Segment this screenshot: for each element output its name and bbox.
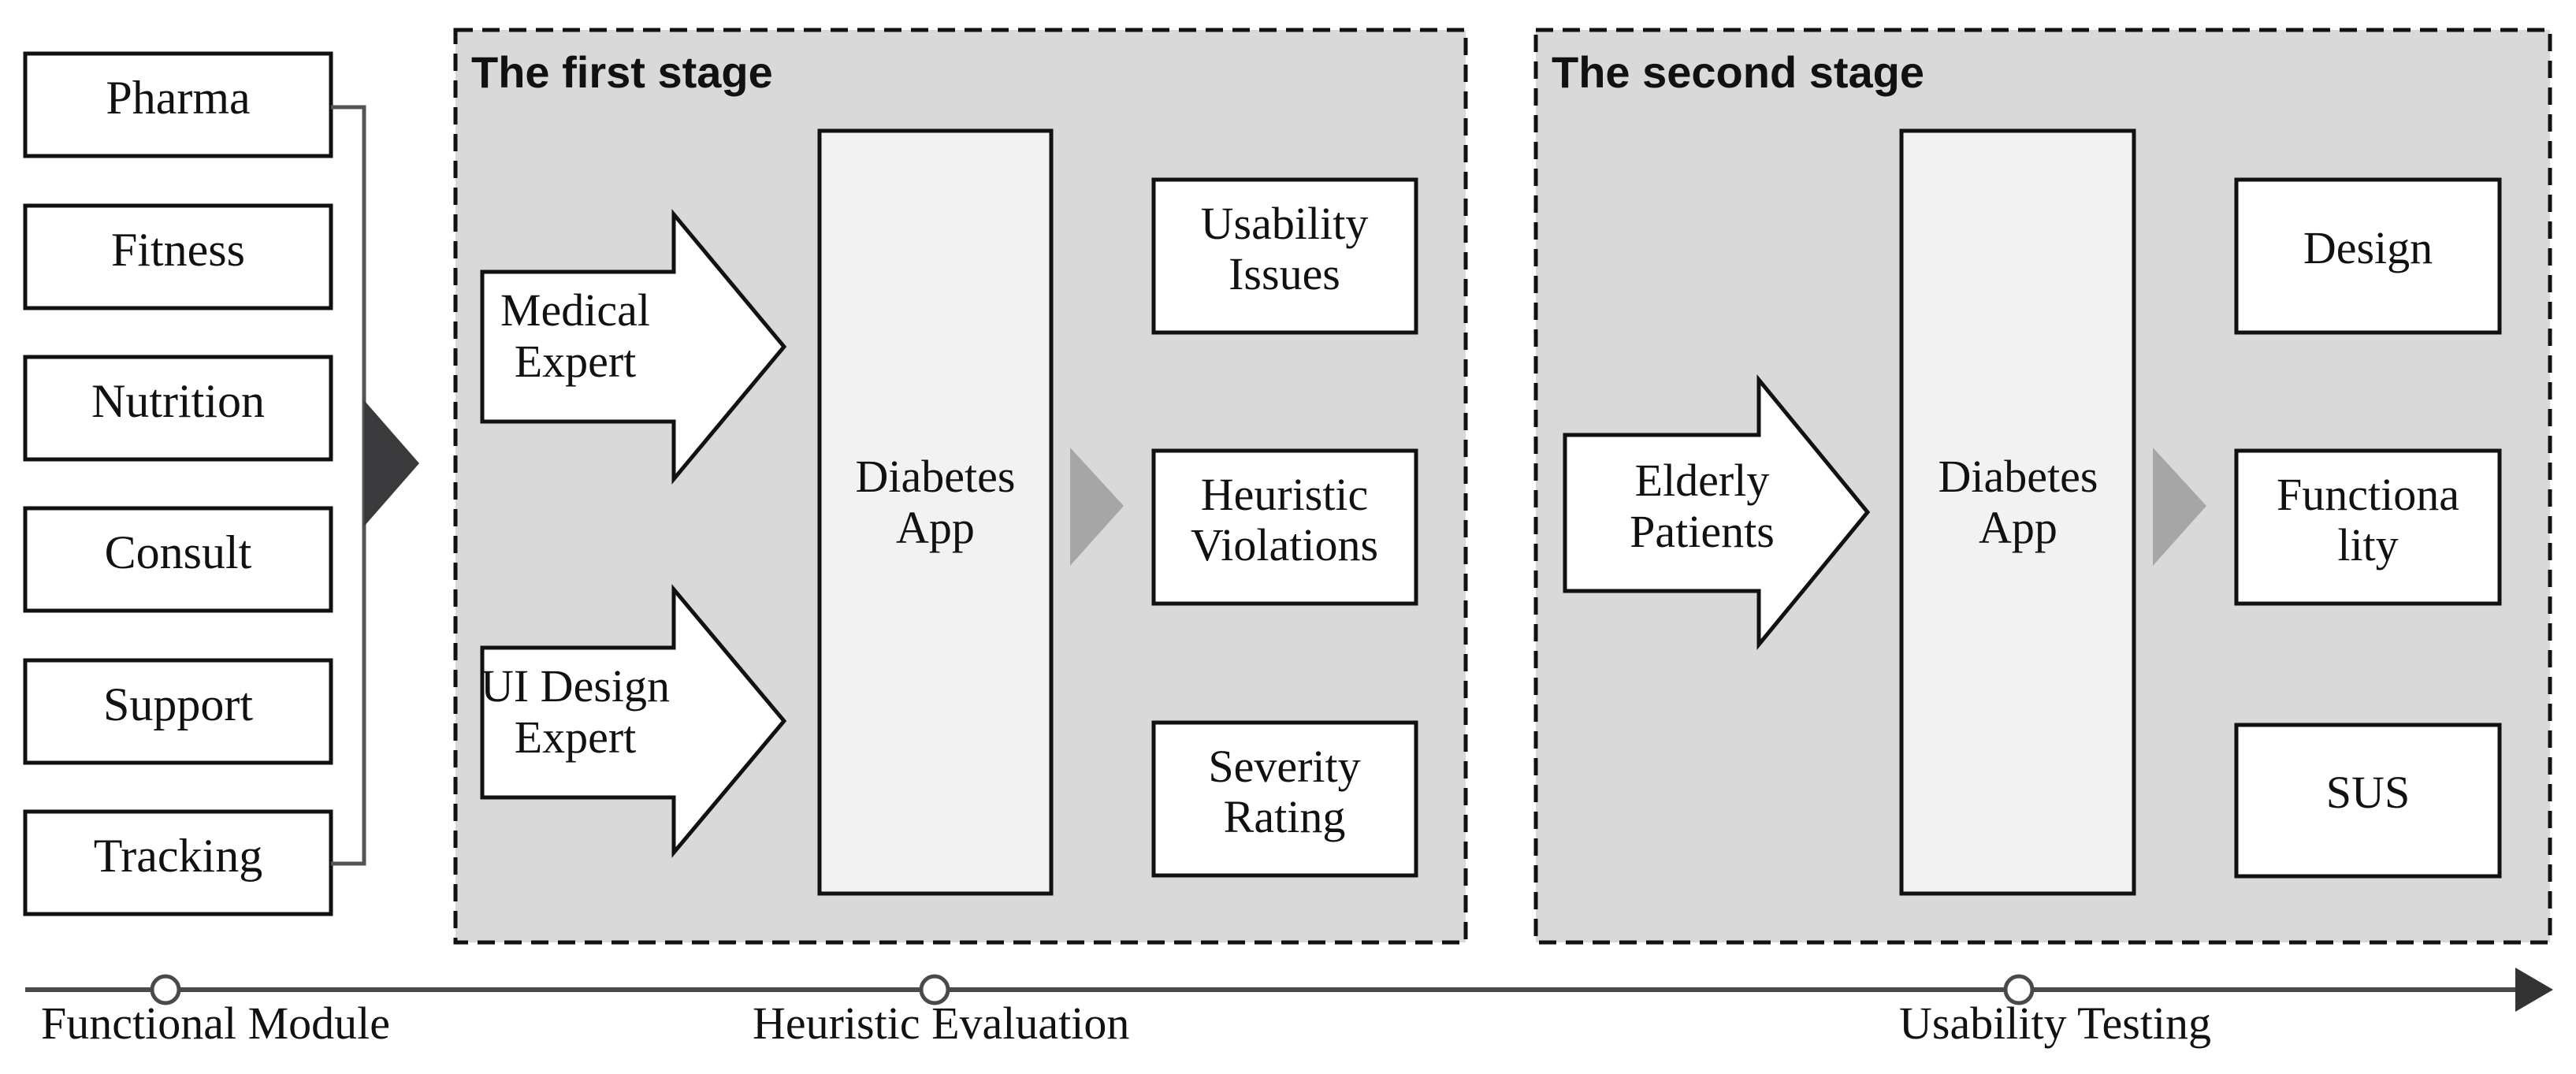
output-label-line: Functiona (2277, 469, 2459, 520)
timeline-label-usability-testing: Usability Testing (1899, 998, 2211, 1049)
arrow-label-line: Expert (515, 336, 637, 387)
arrow-label-line: Patients (1630, 506, 1775, 557)
output-usability-issues: Usability Issues (1151, 177, 1418, 335)
module-support: Support (23, 658, 333, 765)
stage-1-title: The first stage (471, 47, 773, 97)
output-label-line: SUS (2326, 767, 2410, 818)
input-arrow-elderly-patients: Elderly Patients (1563, 374, 1871, 650)
module-label: Tracking (94, 830, 262, 882)
input-arrow-ui-design-expert: UI Design Expert (480, 584, 787, 858)
output-functionality: Functiona lity (2234, 448, 2502, 606)
output-design: Design (2234, 177, 2502, 335)
timeline: Functional Module Heuristic Evaluation U… (25, 968, 2553, 1049)
output-label-line: Violations (1191, 519, 1378, 570)
module-fitness: Fitness (23, 203, 333, 310)
timeline-marker (919, 974, 950, 1005)
arrow-label-line: Medical (500, 284, 650, 336)
stage-1-panel: The first stage Medical Expert UI Design… (453, 28, 1468, 945)
module-output-triangle (364, 400, 419, 526)
module-tracking: Tracking (23, 809, 333, 916)
stage-2-title: The second stage (1552, 47, 1924, 97)
app-label-line: App (1979, 502, 2057, 553)
app-label-line: Diabetes (856, 451, 1016, 502)
stage-2-panel: The second stage Elderly Patients Diabet… (1533, 28, 2552, 945)
output-sus: SUS (2234, 723, 2502, 879)
output-label-line: Severity (1208, 741, 1360, 792)
timeline-label-heuristic-evaluation: Heuristic Evaluation (753, 998, 1129, 1049)
timeline-label-functional-module: Functional Module (41, 998, 390, 1049)
output-label-line: Issues (1229, 248, 1340, 299)
timeline-arrowhead (2515, 968, 2553, 1012)
arrow-label-line: UI Design (481, 660, 670, 712)
output-label-line: Usability (1201, 198, 1369, 249)
functional-modules: Pharma Fitness Nutrition Consult Support… (23, 51, 419, 916)
output-label-line: Design (2303, 222, 2433, 273)
module-label: Consult (105, 526, 252, 578)
output-heuristic-violations: Heuristic Violations (1151, 448, 1418, 606)
module-nutrition: Nutrition (23, 355, 333, 462)
stage-1-result-triangle (1070, 448, 1124, 566)
module-label: Support (103, 678, 253, 730)
timeline-marker (150, 974, 181, 1005)
app-label-line: Diabetes (1939, 451, 2098, 502)
module-label: Nutrition (91, 375, 265, 427)
module-bracket (331, 105, 366, 866)
timeline-marker (2003, 974, 2035, 1005)
input-arrow-medical-expert: Medical Expert (480, 209, 787, 485)
output-label-line: Heuristic (1201, 469, 1369, 520)
module-label: Fitness (111, 224, 245, 276)
diabetes-app-box: Diabetes App (817, 128, 1054, 896)
output-severity-rating: Severity Rating (1151, 720, 1418, 878)
module-pharma: Pharma (23, 51, 333, 158)
arrow-label-line: Elderly (1635, 455, 1770, 506)
output-label-line: lity (2337, 519, 2398, 570)
diabetes-app-box: Diabetes App (1899, 128, 2136, 896)
app-label-line: App (896, 502, 975, 553)
stage-2-result-triangle (2153, 448, 2206, 566)
module-consult: Consult (23, 506, 333, 613)
output-label-line: Rating (1224, 791, 1346, 842)
arrow-label-line: Expert (515, 712, 637, 763)
module-label: Pharma (106, 72, 250, 124)
